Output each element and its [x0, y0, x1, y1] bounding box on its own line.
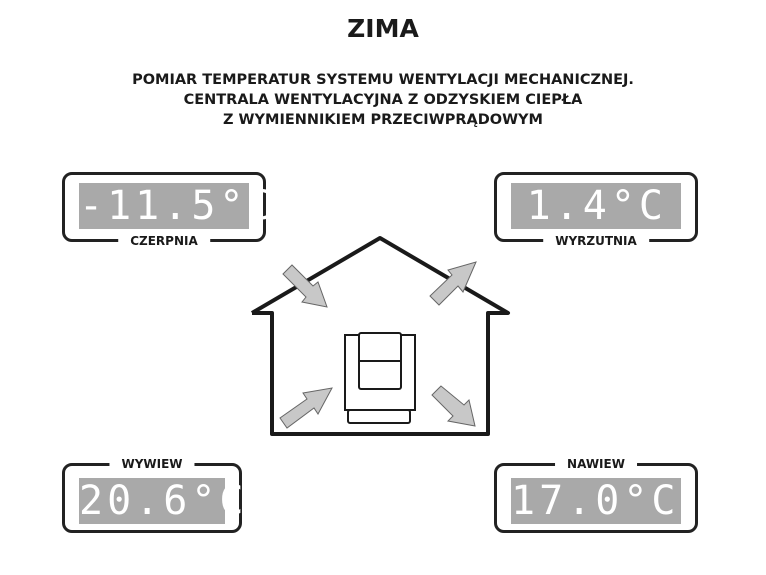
czerpnia-display: -11.5°C CZERPNIA	[62, 172, 276, 248]
wywiew-display: 20.6°C WYWIEW	[62, 457, 248, 533]
nawiew-value: 17.0°C	[511, 478, 681, 524]
wyrzutnia-value: 1.4°C	[511, 183, 681, 229]
czerpnia-label: CZERPNIA	[118, 234, 210, 248]
subtitle-line: CENTRALA WENTYLACYJNA Z ODZYSKIEM CIEPŁA	[183, 92, 583, 108]
wyrzutnia-label: WYRZUTNIA	[543, 234, 649, 248]
wywiew-value: 20.6°C	[79, 478, 248, 524]
wyrzutnia-display: 1.4°C WYRZUTNIA	[494, 172, 698, 248]
subtitle-line: POMIAR TEMPERATUR SYSTEMU WENTYLACJI MEC…	[132, 72, 634, 88]
wywiew-label: WYWIEW	[109, 457, 195, 471]
arrow-intake-icon	[282, 264, 328, 308]
arrow-supply-icon	[431, 385, 476, 427]
arrow-exhaust-icon	[429, 261, 477, 306]
subtitle-line: Z WYMIENNIKIEM PRZECIWPRĄDOWYM	[222, 112, 543, 128]
czerpnia-value: -11.5°C	[79, 183, 276, 229]
arrow-extract-icon	[279, 387, 333, 429]
subtitle: POMIAR TEMPERATUR SYSTEMU WENTYLACJI MEC…	[0, 70, 766, 130]
nawiew-display: 17.0°C NAWIEW	[494, 457, 698, 533]
house-outline	[250, 236, 510, 436]
ventilation-unit-icon	[344, 332, 416, 424]
title: ZIMA	[347, 14, 419, 43]
nawiew-label: NAWIEW	[555, 457, 637, 471]
